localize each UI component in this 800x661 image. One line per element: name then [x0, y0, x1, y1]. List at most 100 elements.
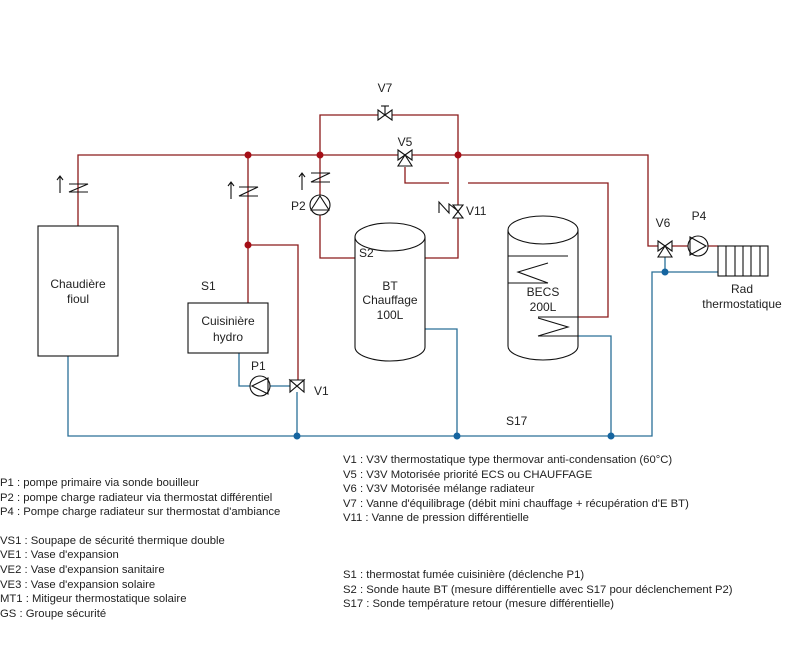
becs-return-pipe [578, 335, 612, 436]
junction-hot [454, 151, 462, 159]
becs-tank [507, 215, 579, 361]
three-way-valve-icon [396, 153, 414, 167]
becs-upper-coil [508, 255, 568, 284]
pump-arrow-icon [250, 377, 269, 395]
junction-cold [607, 432, 615, 440]
tank-top [507, 215, 579, 245]
pump-p1 [249, 375, 271, 397]
legend-valves: V1 : V3V thermostatique type thermovar a… [343, 453, 689, 526]
coil-icon [537, 317, 570, 337]
p2-branch-pipe [319, 155, 358, 259]
check-valve-icon [68, 183, 89, 193]
becs-lower-coil [537, 316, 578, 337]
pump-p2 [309, 194, 331, 216]
legend-item: P4 : Pompe charge radiateur sur thermost… [0, 506, 281, 519]
v6-tag: V6 [656, 216, 671, 230]
pump-arrow-icon [689, 236, 708, 256]
v11-tag: V11 [466, 204, 487, 218]
pump-icon [309, 194, 331, 216]
cooker-box [187, 302, 269, 354]
p2-tag: P2 [291, 199, 306, 213]
valve-v1 [288, 378, 306, 394]
tank-body [507, 230, 579, 361]
s17-tag: S17 [506, 414, 528, 428]
boiler-box [37, 225, 119, 357]
tank-body [354, 237, 426, 362]
bt-tank-label: BT [382, 279, 398, 293]
flow-arrow-icon [227, 181, 235, 187]
legend-item: S17 : Sonde température retour (mesure d… [343, 598, 615, 611]
pump-icon [249, 375, 271, 397]
legend-item: VE1 : Vase d'expansion [0, 549, 119, 562]
junction-cold [453, 432, 461, 440]
tank-top [354, 222, 426, 252]
legend-item: V11 : Vanne de pression différentielle [343, 512, 529, 525]
s2-tag: S2 [359, 246, 374, 260]
valve-icon [451, 204, 465, 219]
becs-tank-label: 200L [530, 300, 557, 314]
bt-tank-label: Chauffage [362, 293, 417, 307]
v5-ecs-pipe [404, 167, 449, 184]
bt-tank-label: 100L [377, 308, 404, 322]
legend-item: V5 : V3V Motorisée priorité ECS ou CHAUF… [343, 468, 593, 481]
v1-tag: V1 [314, 384, 329, 398]
v5-tag: V5 [398, 135, 413, 149]
valve-v7 [377, 105, 393, 122]
legend-spacer [0, 520, 280, 534]
check-valve-boiler [56, 175, 89, 193]
three-way-valve-icon [656, 244, 674, 258]
spring-icon [438, 200, 459, 215]
becs-coil-supply-pipe [468, 182, 609, 318]
legend-pumps-safety: P1 : pompe primaire via sonde bouilleur … [0, 476, 280, 621]
p1-tag: P1 [251, 359, 266, 373]
cooker-return-pipe [238, 353, 290, 387]
legend-item: S2 : Sonde haute BT (mesure différentiel… [343, 583, 733, 596]
s1-tag: S1 [201, 279, 216, 293]
check-valve-p2 [298, 172, 331, 190]
bt-tank [354, 222, 426, 362]
check-valve-icon [310, 172, 331, 183]
flow-arrow-icon [56, 175, 64, 181]
pump-arrow-icon [309, 194, 331, 211]
check-valve-icon [238, 186, 259, 197]
coil-icon [516, 262, 549, 284]
pump-icon [687, 235, 709, 257]
return-main-pipe [67, 271, 718, 437]
cooker-label: Cuisinière [201, 314, 255, 328]
valve-v11 [438, 200, 465, 219]
legend-item: MT1 : Mitigeur thermostatique solaire [0, 593, 187, 606]
legend-item: S1 : thermostat fumée cuisinière (déclen… [343, 569, 585, 581]
boiler-supply-pipe [77, 154, 664, 247]
legend-item: VE3 : Vase d'expansion solaire [0, 578, 156, 591]
junction-hot [244, 241, 252, 249]
becs-tank-label: BECS [527, 285, 560, 299]
three-way-valve-icon [288, 379, 306, 387]
hot-pipes [77, 114, 718, 380]
boiler-label: Chaudière [50, 277, 106, 291]
boiler-label: fioul [67, 292, 89, 306]
junction-hot [244, 151, 252, 159]
v7-bypass-pipe [319, 114, 459, 155]
junction-cold [661, 268, 669, 276]
radiator-label: Rad [731, 282, 753, 296]
radiator-label: thermostatique [702, 297, 782, 311]
legend-item: VE2 : Vase d'expansion sanitaire [0, 563, 165, 576]
legend-item: GS : Groupe sécurité [0, 607, 107, 620]
radiator [717, 245, 769, 277]
legend-item: V1 : V3V thermostatique type thermovar a… [343, 454, 673, 466]
legend-item: V6 : V3V Motorisée mélange radiateur [343, 483, 535, 496]
valve-v6 [656, 239, 674, 258]
junction-cold [293, 432, 301, 440]
v7-tag: V7 [378, 81, 393, 95]
v1-bypass-pipe [248, 244, 299, 380]
flow-arrow-icon [298, 172, 306, 178]
cooker-label: hydro [213, 330, 243, 344]
junctions [244, 151, 669, 440]
legend-item: P1 : pompe primaire via sonde bouilleur [0, 477, 200, 489]
legend-item: V7 : Vanne d'équilibrage (débit mini cha… [343, 497, 689, 510]
legend-sensors: S1 : thermostat fumée cuisinière (déclen… [343, 568, 733, 612]
p4-tag: P4 [692, 209, 707, 223]
valve-v5 [396, 148, 414, 167]
check-valve-cooker [227, 181, 259, 199]
